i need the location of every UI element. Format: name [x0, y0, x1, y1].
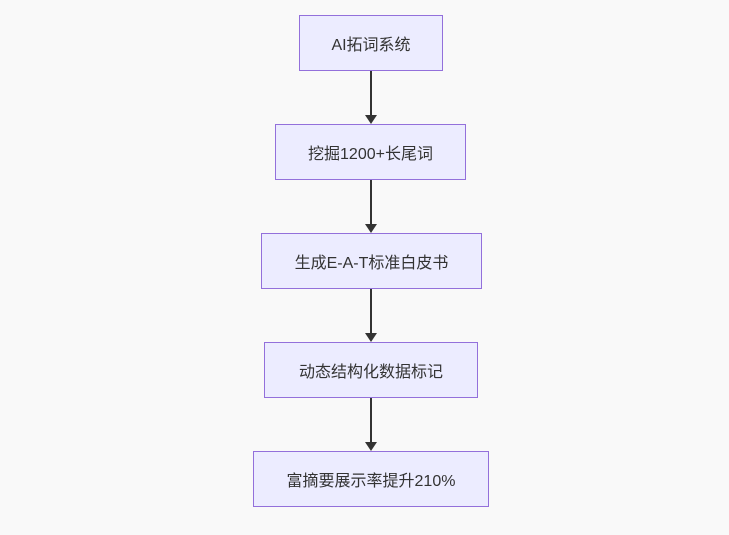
arrow-head-icon — [365, 224, 377, 233]
arrow-line — [370, 289, 372, 333]
flow-node-label: 动态结构化数据标记 — [298, 364, 443, 381]
flow-node-ai-keyword-system: AI拓词系统 — [299, 15, 443, 71]
flow-node-label: 富摘要展示率提升210% — [286, 473, 456, 490]
flow-node-longtail-mining: 挖掘1200+长尾词 — [275, 124, 466, 180]
flow-node-label: AI拓词系统 — [331, 37, 411, 54]
flow-node-label: 挖掘1200+长尾词 — [308, 146, 433, 163]
arrow-head-icon — [365, 333, 377, 342]
arrow-line — [370, 180, 372, 224]
arrow-line — [370, 71, 372, 115]
flow-node-eat-whitepaper: 生成E-A-T标准白皮书 — [261, 233, 482, 289]
flow-node-rich-snippet-result: 富摘要展示率提升210% — [253, 451, 489, 507]
flow-arrow-4-5 — [365, 398, 377, 451]
flow-arrow-1-2 — [365, 71, 377, 124]
flow-arrow-3-4 — [365, 289, 377, 342]
arrow-head-icon — [365, 115, 377, 124]
flow-node-structured-data-markup: 动态结构化数据标记 — [264, 342, 478, 398]
arrow-head-icon — [365, 442, 377, 451]
flow-arrow-2-3 — [365, 180, 377, 233]
arrow-line — [370, 398, 372, 442]
flow-node-label: 生成E-A-T标准白皮书 — [294, 255, 449, 272]
